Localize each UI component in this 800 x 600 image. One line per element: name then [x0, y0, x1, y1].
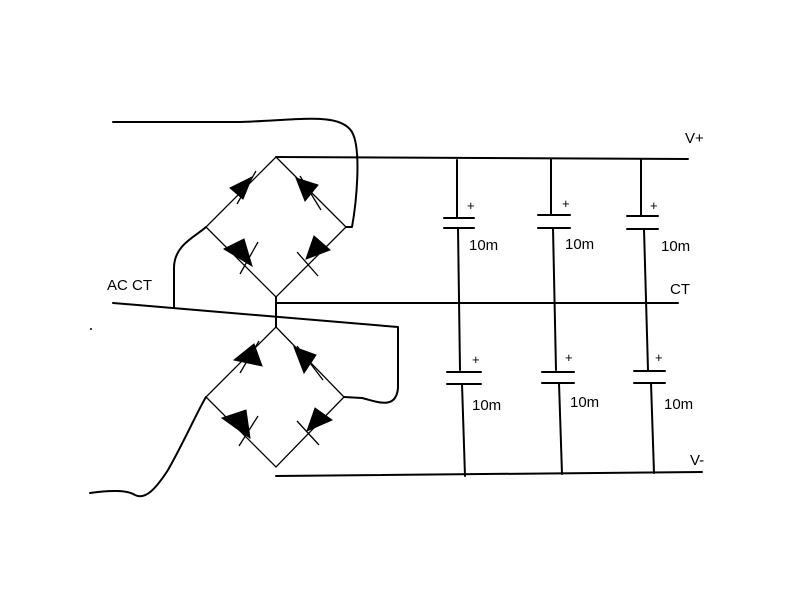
diode-lower-left-top	[232, 340, 263, 374]
cap-4-plus: +	[472, 352, 480, 367]
cap-3-plus: +	[650, 198, 658, 213]
cap-2-plus: +	[562, 196, 570, 211]
diode-lower-right-bottom	[296, 407, 334, 446]
vplus-label: V+	[685, 130, 704, 147]
cap-2-value: 10m	[565, 236, 594, 253]
vminus-label: V-	[690, 452, 704, 469]
diode-upper-right-top	[295, 175, 322, 211]
cap-6-value: 10m	[664, 396, 693, 413]
cap-4-value: 10m	[472, 397, 501, 414]
capacitor-column-2	[537, 158, 575, 475]
diode-upper-left-bottom	[222, 238, 259, 275]
diode-upper-left-top	[229, 170, 257, 205]
cap-5-plus: +	[565, 350, 573, 365]
ct-label: CT	[670, 281, 690, 298]
ac-ct-left-wire	[173, 226, 207, 309]
lower-bridge	[205, 326, 345, 468]
cap-6-plus: +	[655, 350, 663, 365]
cap-3-value: 10m	[661, 238, 690, 255]
diode-lower-right-top	[293, 345, 324, 381]
ac-bottom-wire	[89, 396, 207, 498]
capacitor-column-3	[626, 158, 666, 474]
ac-top-wire	[112, 117, 359, 228]
capacitor-column-1	[443, 159, 482, 477]
diode-lower-left-bottom	[220, 409, 259, 447]
ac-ct-label: AC CT	[107, 277, 152, 294]
vplus-rail	[275, 156, 689, 160]
stray-dot	[90, 328, 92, 330]
ac-ct-wire	[112, 302, 399, 404]
upper-bridge	[205, 156, 347, 298]
vminus-rail	[275, 471, 703, 477]
cap-1-plus: +	[467, 198, 475, 213]
diode-upper-right-bottom	[296, 235, 331, 277]
cap-5-value: 10m	[570, 394, 599, 411]
cap-1-value: 10m	[469, 237, 498, 254]
